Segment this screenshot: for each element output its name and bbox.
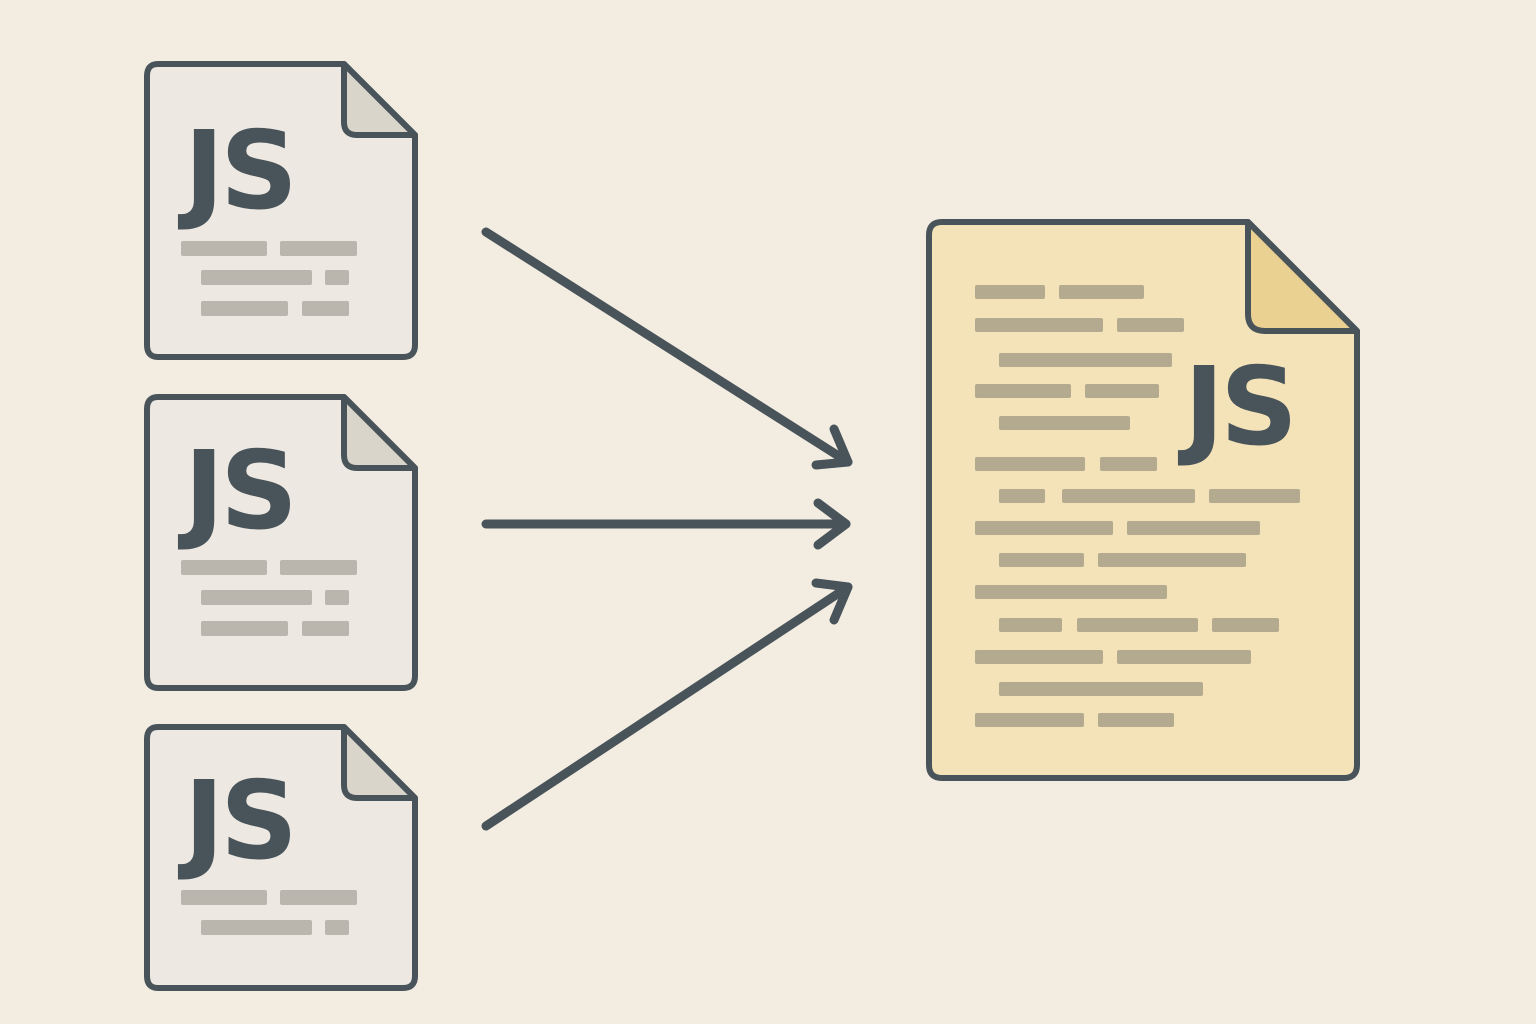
page-fold	[341, 394, 418, 471]
code-line	[999, 682, 1203, 696]
code-line	[999, 618, 1062, 632]
arrow-right-icon	[481, 498, 851, 550]
code-line	[201, 301, 288, 316]
bundle-file: JS	[926, 219, 1360, 781]
code-lines	[181, 560, 357, 636]
source-file-2: JS	[144, 394, 418, 691]
code-lines	[975, 285, 1300, 727]
code-line	[975, 650, 1103, 664]
code-line	[999, 553, 1084, 567]
code-line	[181, 560, 267, 575]
code-line	[1062, 489, 1195, 503]
js-label: JS	[177, 759, 294, 884]
code-line	[302, 301, 349, 316]
code-line	[1098, 713, 1174, 727]
code-line	[975, 285, 1045, 299]
source-file-1: JS	[144, 61, 418, 360]
code-line	[975, 384, 1071, 398]
code-lines	[181, 241, 357, 316]
code-line	[1127, 521, 1260, 535]
js-label: JS	[177, 109, 294, 234]
code-lines	[181, 890, 357, 935]
code-line	[302, 621, 349, 636]
code-line	[975, 457, 1085, 471]
code-line	[325, 920, 349, 935]
source-file-3: JS	[144, 724, 418, 991]
code-line	[975, 713, 1084, 727]
arrows	[481, 227, 853, 831]
page-fold	[341, 61, 418, 138]
code-line	[1212, 618, 1279, 632]
code-line	[280, 241, 357, 256]
code-line	[1077, 618, 1198, 632]
code-line	[975, 318, 1103, 332]
code-line	[280, 560, 357, 575]
arrow-right-icon	[481, 227, 853, 470]
code-line	[201, 590, 312, 605]
page-fold	[341, 724, 418, 801]
code-line	[1085, 384, 1159, 398]
code-line	[975, 585, 1167, 599]
code-line	[1209, 489, 1300, 503]
code-line	[1100, 457, 1157, 471]
code-line	[975, 521, 1113, 535]
code-line	[1098, 553, 1246, 567]
code-line	[181, 890, 267, 905]
code-line	[1117, 650, 1251, 664]
code-line	[201, 920, 312, 935]
code-line	[280, 890, 357, 905]
js-label: JS	[177, 429, 294, 554]
code-line	[999, 353, 1172, 367]
code-line	[999, 489, 1045, 503]
page-fold	[1245, 219, 1360, 334]
code-line	[201, 270, 312, 285]
code-line	[181, 241, 267, 256]
code-line	[1059, 285, 1144, 299]
code-line	[201, 621, 288, 636]
code-line	[1117, 318, 1184, 332]
code-line	[325, 270, 349, 285]
document-icon	[144, 394, 418, 691]
arrow-right-icon	[481, 578, 853, 831]
js-label: JS	[1177, 345, 1294, 470]
code-line	[325, 590, 349, 605]
code-line	[999, 416, 1130, 430]
